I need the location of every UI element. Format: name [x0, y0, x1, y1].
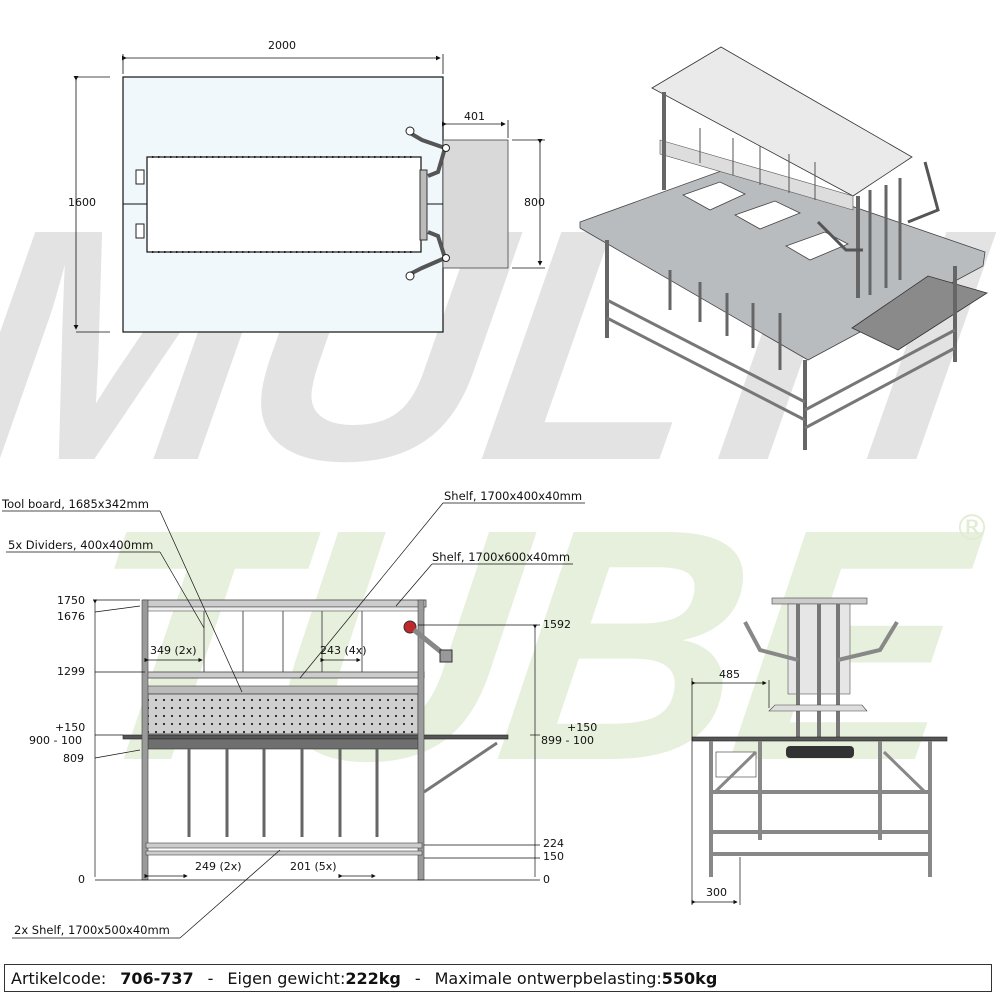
dim-1750: 1750	[57, 594, 85, 607]
dim-tol-plus-left: +150	[55, 721, 86, 734]
callout-shelf-top: Shelf, 1700x400x40mm	[444, 489, 583, 503]
dim-side-shelf-401: 401	[464, 110, 485, 123]
dim-1299: 1299	[57, 665, 85, 678]
dim-899: 899 - 100	[541, 734, 594, 747]
top-view	[73, 54, 545, 333]
dim-1592: 1592	[543, 618, 571, 631]
dim-900: 900 - 100	[29, 734, 82, 747]
dim-1676: 1676	[57, 610, 85, 623]
dim-divider-243: 243 (4x)	[320, 644, 367, 657]
article-code-value: 706-737	[120, 968, 194, 988]
separator: -	[414, 968, 421, 988]
callout-tool-board: Tool board, 1685x342mm	[2, 497, 149, 511]
article-code-label: Artikelcode:	[11, 968, 107, 988]
dim-0-left: 0	[78, 873, 85, 886]
side-view	[691, 597, 948, 905]
dim-485: 485	[719, 668, 740, 681]
max-load-label: Maximale ontwerpbelasting:	[434, 968, 662, 988]
separator: -	[207, 968, 214, 988]
dim-divider-349: 349 (2x)	[150, 644, 197, 657]
dim-tol-plus-right: +150	[567, 721, 598, 734]
dim-300: 300	[706, 886, 727, 899]
weight-value: 222kg	[345, 968, 401, 988]
isometric-view	[579, 46, 988, 450]
dim-leg-201: 201 (5x)	[290, 860, 337, 873]
dim-width-2000: 2000	[268, 39, 296, 52]
dim-150: 150	[543, 850, 564, 863]
dim-0-right: 0	[543, 873, 550, 886]
callout-shelf-mid: Shelf, 1700x600x40mm	[432, 550, 571, 564]
callout-shelf-bottom: 2x Shelf, 1700x500x40mm	[14, 923, 170, 937]
dim-depth-1600: 1600	[68, 196, 96, 209]
front-view	[2, 502, 585, 939]
dim-side-shelf-800: 800	[524, 196, 545, 209]
spec-footer: Artikelcode: 706-737 - Eigen gewicht: 22…	[4, 964, 992, 992]
dim-leg-249: 249 (2x)	[195, 860, 242, 873]
registered-mark: ®	[954, 508, 990, 549]
max-load-value: 550kg	[661, 968, 718, 988]
callout-dividers: 5x Dividers, 400x400mm	[8, 538, 154, 552]
weight-label: Eigen gewicht:	[227, 968, 346, 988]
dim-224: 224	[543, 837, 564, 850]
dim-809: 809	[63, 752, 84, 765]
